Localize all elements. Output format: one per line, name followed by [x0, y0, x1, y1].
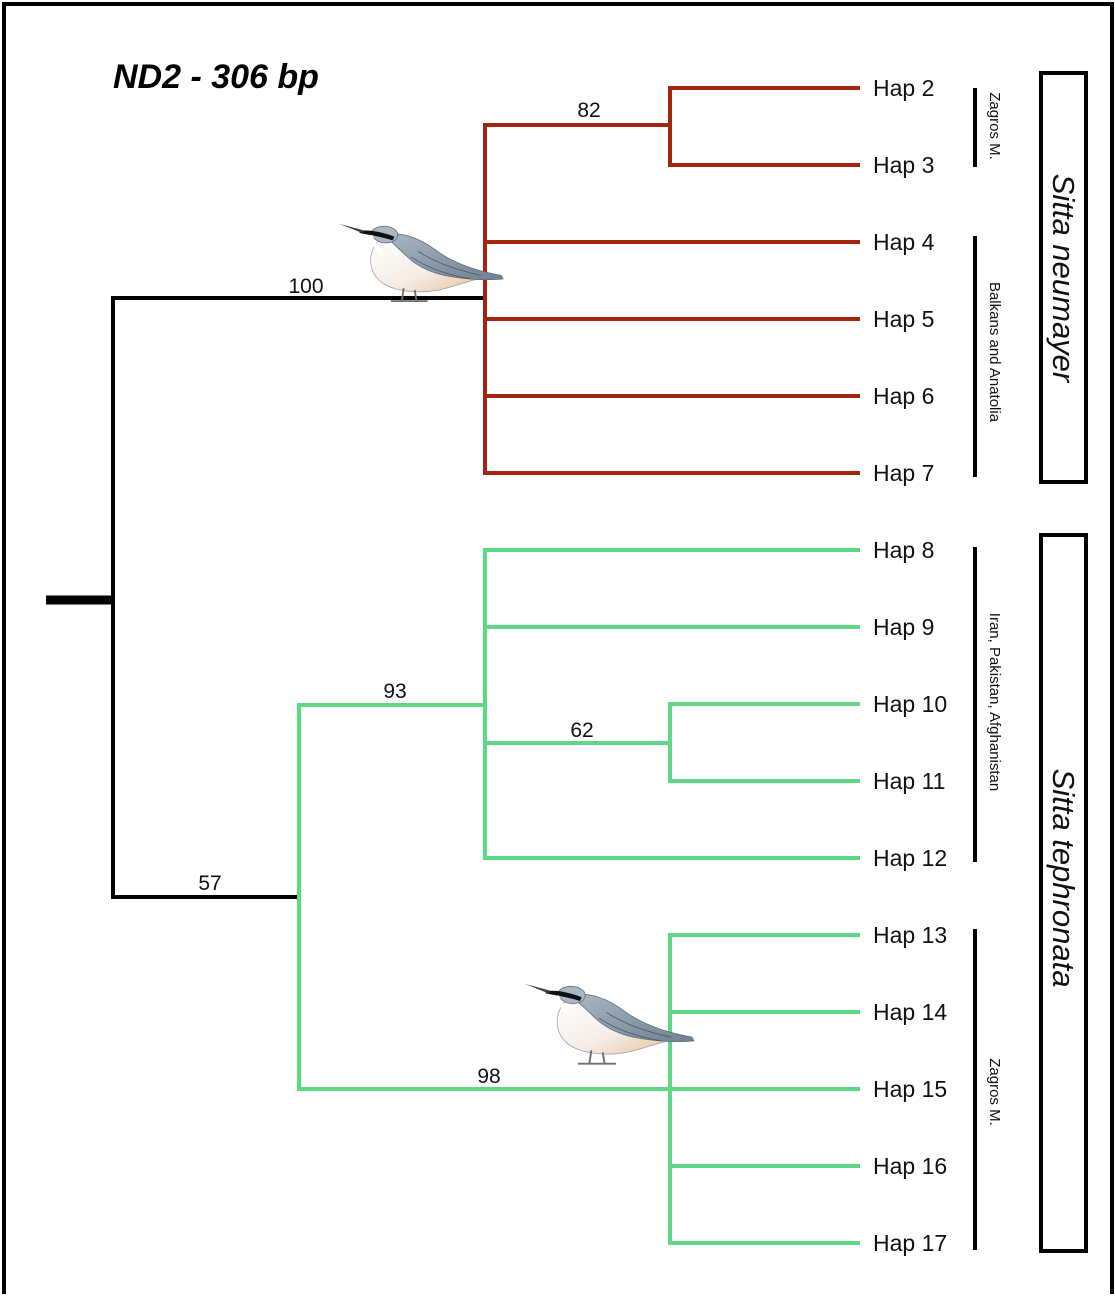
- nuthatch-icon-top: [338, 222, 504, 303]
- region-label-balkans: Balkans and Anatolia: [986, 282, 1003, 423]
- support-value-zagros-group: 98: [477, 1065, 500, 1088]
- support-value-hap2-hap3: 82: [577, 99, 600, 122]
- species-label-tephronata: Sitta tephronata: [1046, 769, 1081, 988]
- tip-label: Hap 4: [873, 229, 935, 255]
- region-label-zagros-top: Zagros M.: [986, 92, 1003, 160]
- neumayer-clade-branches: [483, 86, 860, 475]
- tip-label: Hap 14: [873, 999, 947, 1025]
- tip-label: Hap 8: [873, 537, 934, 563]
- tip-label: Hap 13: [873, 922, 947, 948]
- species-label-neumayer: Sitta neumayer: [1046, 174, 1081, 384]
- tip-label: Hap 17: [873, 1230, 947, 1256]
- tephronata-clade-branches: [297, 548, 860, 1245]
- tip-label: Hap 2: [873, 75, 934, 101]
- tip-label: Hap 15: [873, 1076, 947, 1102]
- tip-label: Hap 5: [873, 306, 934, 332]
- tip-label: Hap 10: [873, 691, 947, 717]
- tip-label: Hap 9: [873, 614, 934, 640]
- support-value-iran-group: 93: [383, 680, 406, 703]
- species-box-neumayer: [1039, 71, 1088, 484]
- root-branches: [46, 296, 487, 899]
- support-value-hap10-hap11: 62: [570, 719, 593, 742]
- tip-label: Hap 12: [873, 845, 947, 871]
- tip-label: Hap 6: [873, 383, 934, 409]
- support-value-tephronata: 57: [198, 872, 221, 895]
- figure-title: ND2 - 306 bp: [113, 58, 319, 96]
- tip-labels: Hap 2 Hap 3 Hap 4 Hap 5 Hap 6 Hap 7 Hap 8 Hap 9…: [873, 75, 947, 1256]
- tip-label: Hap 7: [873, 460, 934, 486]
- region-label-zagros-bottom: Zagros M.: [986, 1058, 1003, 1126]
- support-value-neumayer: 100: [288, 275, 323, 298]
- species-box-tephronata: [1039, 533, 1088, 1253]
- tip-label: Hap 16: [873, 1153, 947, 1179]
- region-label-iran: Iran, Pakistan, Afghanistan: [986, 613, 1003, 791]
- tip-label: Hap 11: [873, 768, 945, 794]
- tip-label: Hap 3: [873, 152, 934, 178]
